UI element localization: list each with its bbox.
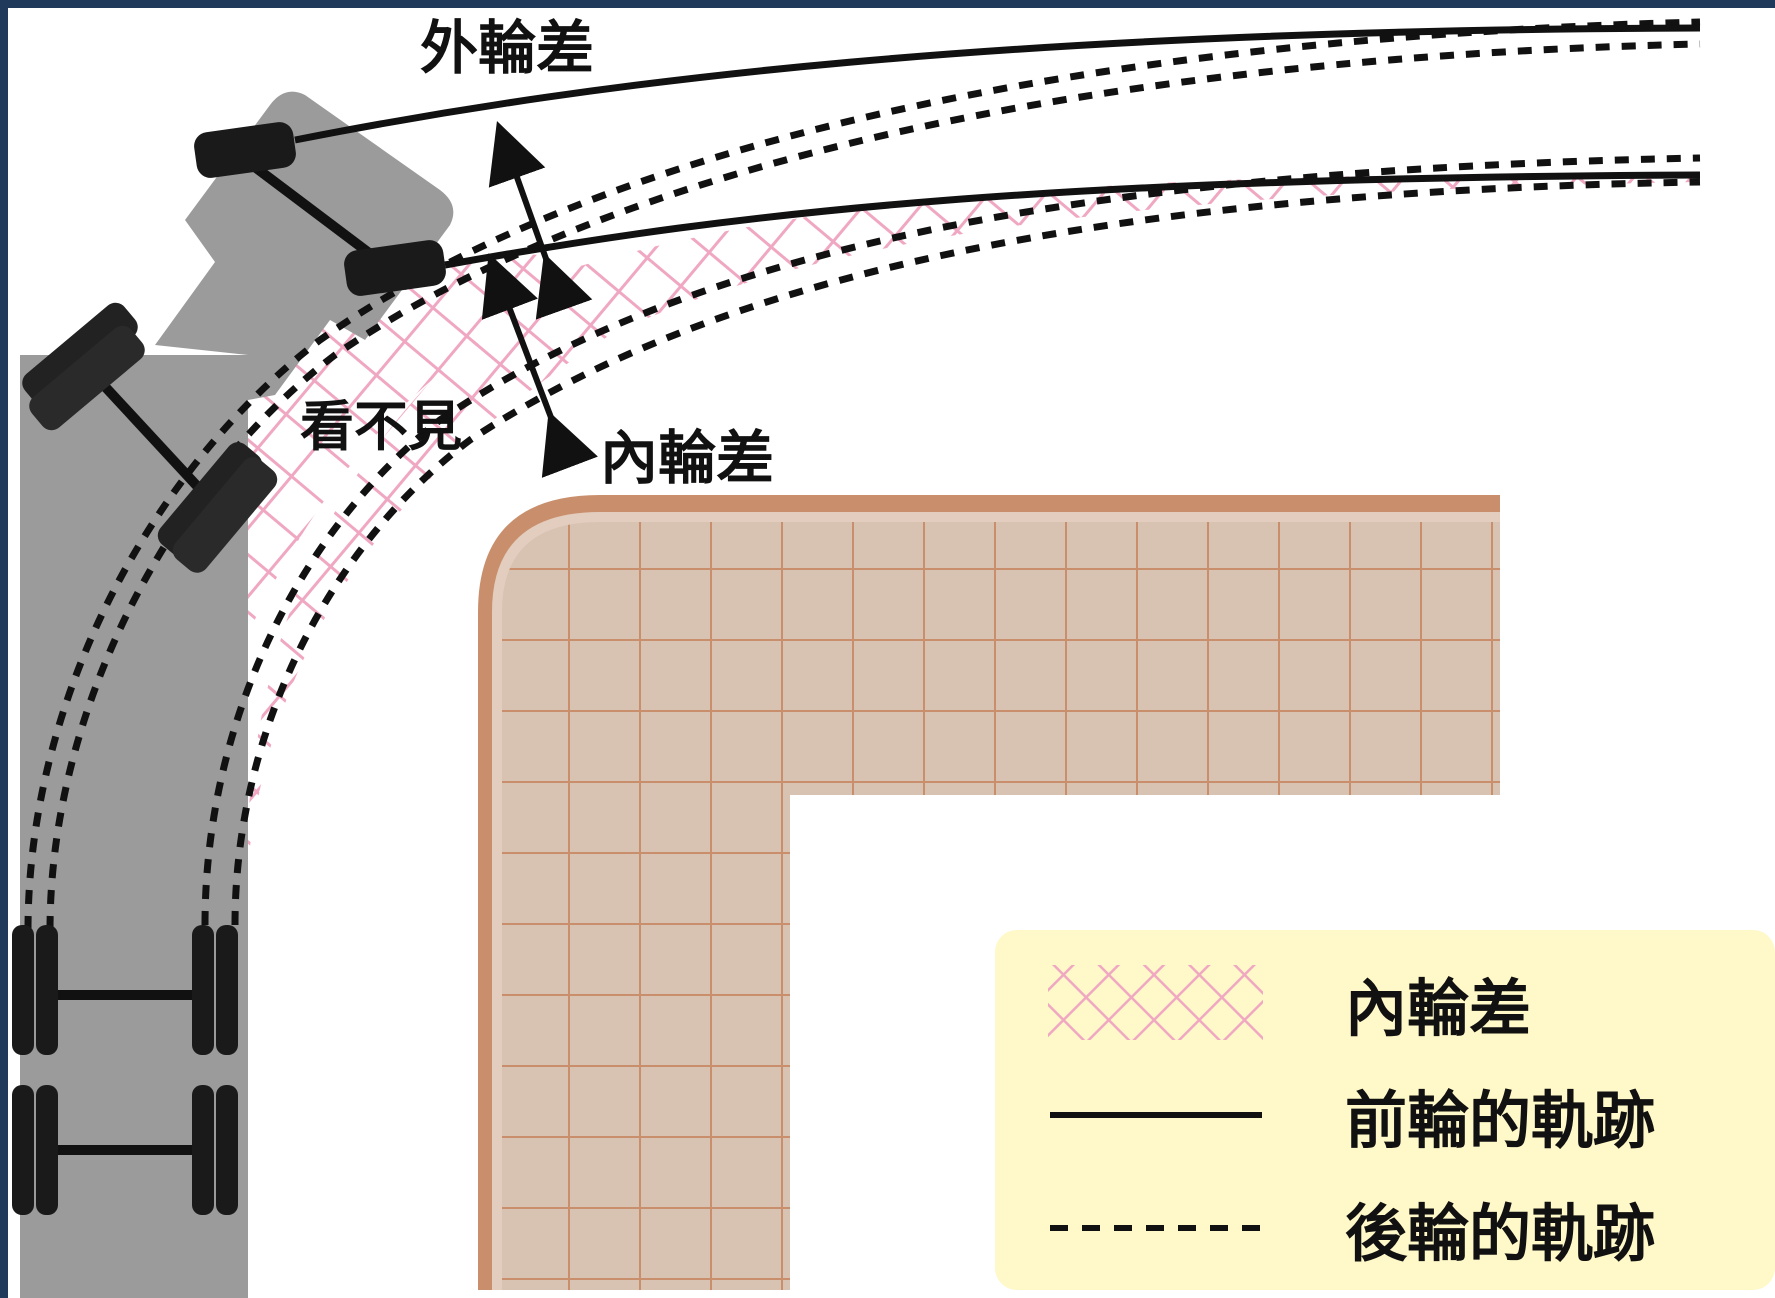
difference-arrows (481, 121, 598, 478)
front-track-outer (294, 24, 1701, 144)
inner-difference-label: 內輪差 (600, 424, 774, 492)
legend: 內輪差 前輪的軌跡 後輪的軌跡 (995, 930, 1775, 1290)
legend-label-rear: 後輪的軌跡 (1345, 1197, 1655, 1270)
rear-wheel-1 (12, 925, 34, 1055)
mid-wheel-left (22, 302, 138, 408)
outer-difference-label: 外輪差 (420, 14, 594, 82)
outer-diff-arrow (488, 121, 593, 320)
rear-wheel-4 (192, 1085, 214, 1215)
rear-track-outer-b (46, 40, 1701, 931)
inner-difference-area-left (245, 254, 560, 641)
rear-track-outer-a (24, 18, 1701, 931)
rear-track-inner-b (231, 178, 1701, 926)
front-wheel-right (344, 240, 446, 296)
legend-label-front: 前輪的軌跡 (1345, 1084, 1655, 1157)
legend-swatch-hatch (1048, 965, 1263, 1040)
truck-wheels (12, 122, 446, 1215)
sidewalk-block (478, 495, 1500, 1290)
inner-diff-arrow (481, 253, 598, 478)
rear-wheel-2 (192, 925, 214, 1055)
front-wheel-left (194, 122, 296, 178)
rear-wheel-3 (12, 1085, 34, 1215)
blind-spot-label: 看不見 (300, 395, 462, 458)
legend-label-inner: 內輪差 (1345, 972, 1531, 1045)
